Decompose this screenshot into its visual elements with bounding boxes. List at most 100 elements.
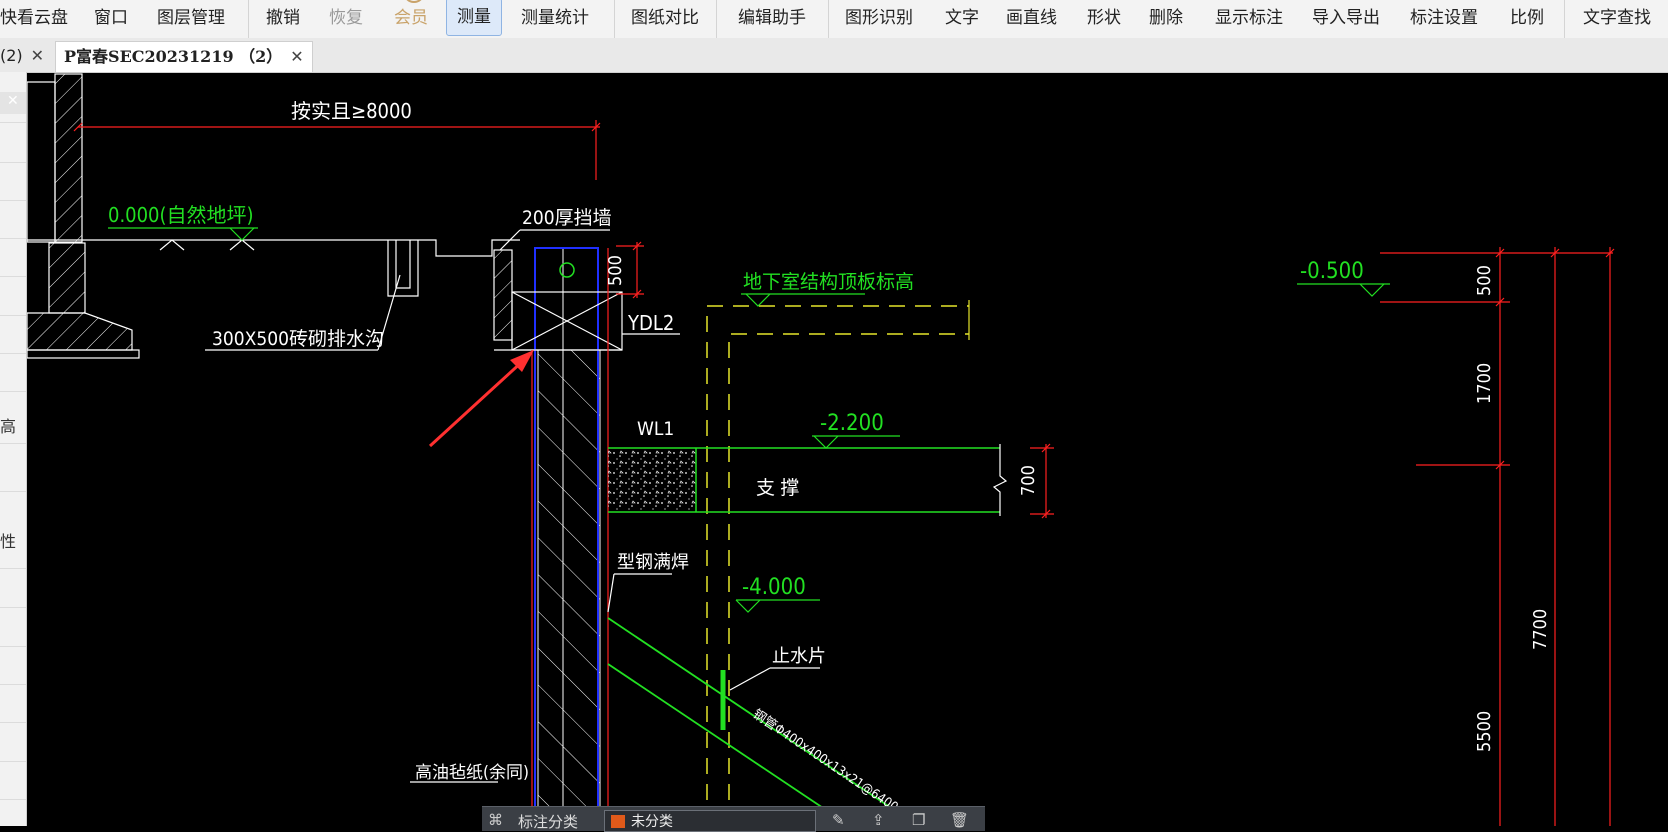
mark-category-label: 标注分类: [518, 813, 579, 831]
toolbar-separator: [716, 0, 717, 38]
panel-label-height[interactable]: 高: [0, 417, 17, 436]
toolbar-vip[interactable]: 会员: [394, 0, 428, 38]
drain-channel: [205, 239, 520, 351]
toolbar-shape-recognition-label: 图形识别: [845, 8, 913, 28]
tab-document-active[interactable]: P富春SEC20231219 （2） ✕: [55, 41, 313, 72]
level-4000-label: -4.000: [742, 575, 806, 600]
panel-divider: [0, 568, 26, 569]
label-icon[interactable]: ⌘: [488, 811, 503, 829]
trash-icon[interactable]: 🗑: [950, 811, 970, 829]
toolbar-measure[interactable]: 测量: [446, 0, 502, 36]
toolbar-vip-label: 会员: [394, 8, 428, 28]
beam-ydl2-label: YDL2: [627, 311, 674, 335]
toolbar-shape-recognition[interactable]: 图形识别: [845, 0, 913, 38]
dim-700: [1030, 443, 1054, 519]
panel-divider: [0, 607, 26, 608]
toolbar-import-export[interactable]: 导入导出: [1312, 8, 1380, 28]
toolbar-undo[interactable]: 撤销: [266, 8, 300, 28]
toolbar-measure-stats-label: 测量统计: [521, 8, 589, 28]
toolbar-window[interactable]: 窗口: [94, 8, 128, 28]
toolbar-compare[interactable]: 图纸对比: [631, 8, 699, 28]
panel-divider: [0, 276, 26, 277]
close-icon[interactable]: ✕: [7, 93, 19, 109]
dim-5500-label: 5500: [1474, 711, 1495, 752]
level-2200-marker: [812, 435, 900, 449]
close-icon[interactable]: ✕: [30, 46, 45, 65]
retaining-wall-label: 200厚挡墙: [522, 207, 612, 229]
water-stop-leader: [729, 667, 820, 691]
line-icon: [1024, 0, 1048, 4]
cad-drawing-canvas[interactable]: 0.000(自然地坪) 按实且≥8000 300X500砖砌排水沟 200厚挡墙: [27, 72, 1668, 826]
slab-top-label: 地下室结构顶板标高: [743, 271, 914, 293]
tab-label: P富春SEC20231219 （2）: [64, 47, 283, 66]
left-side-panel: ✕ 高 性: [0, 72, 27, 826]
toolbar-layer-manage[interactable]: 图层管理: [157, 8, 225, 28]
panel-divider: [0, 443, 26, 444]
support-break-line: [992, 444, 1008, 516]
edit-icon[interactable]: ✎: [832, 811, 845, 829]
panel-divider: [0, 162, 26, 163]
share-icon[interactable]: ⇪: [872, 811, 885, 829]
level-500-label: -0.500: [1300, 259, 1364, 284]
support-label: 支 撑: [756, 477, 799, 499]
toolbar-text[interactable]: 文字: [945, 8, 979, 28]
tab-document-prev[interactable]: (2) ✕: [0, 41, 44, 71]
mark-category-select[interactable]: 未分类: [604, 810, 816, 832]
panel-divider: [0, 761, 26, 762]
recognize-icon: [875, 0, 899, 4]
delete-icon: [1163, 0, 1187, 4]
stats-icon: [551, 0, 575, 4]
toolbar-cloud-drive[interactable]: 快看云盘: [0, 8, 68, 28]
basement-slab-outline: [706, 305, 969, 826]
retaining-wall-leader: [499, 229, 610, 251]
steel-weld-leader: [607, 573, 672, 613]
left-foundation: [27, 73, 410, 359]
mark-category-bar: ⌘ 标注分类 未分类 ✎ ⇪ ❐ 🗑: [482, 806, 985, 832]
toolbar-show-marks[interactable]: 显示标注: [1215, 8, 1283, 28]
toolbar-scale-label: 比例: [1510, 8, 1544, 28]
toolbar-line-label: 画直线: [1006, 8, 1057, 28]
beam-ydl2: [511, 291, 680, 351]
panel-label-property[interactable]: 性: [0, 532, 17, 551]
toolbar-separator: [828, 0, 829, 38]
toolbar-text-search[interactable]: 文字查找: [1583, 8, 1651, 28]
slab-top-marker: [741, 293, 865, 307]
panel-divider: [0, 353, 26, 354]
toolbar-redo[interactable]: 恢复: [329, 8, 363, 28]
ground-level-label: 0.000(自然地坪): [108, 203, 254, 227]
tab-label: (2): [0, 46, 23, 65]
felt-label: 高油毡纸(余同): [415, 763, 529, 783]
category-color-swatch: [611, 815, 625, 828]
annotation-arrow: [428, 350, 534, 448]
top-dimension: [73, 120, 601, 180]
dim-1700-label: 1700: [1474, 363, 1495, 404]
ground-symbol: [159, 239, 255, 251]
toolbar-delete[interactable]: 删除: [1149, 0, 1183, 38]
document-tabbar: (2) ✕ P富春SEC20231219 （2） ✕: [0, 38, 1668, 73]
toolbar-scale[interactable]: 比例: [1510, 0, 1544, 38]
dim-500-left: [616, 241, 644, 299]
toolbar-separator: [614, 0, 615, 38]
panel-close-button[interactable]: ✕: [0, 92, 26, 114]
edit-assistant-icon: [776, 0, 800, 4]
diagonal-brace: [607, 617, 919, 826]
copy-icon[interactable]: ❐: [912, 811, 926, 829]
toolbar-edit-assistant[interactable]: 编辑助手: [738, 0, 806, 38]
toolbar-separator: [248, 0, 249, 38]
close-icon[interactable]: ✕: [290, 47, 304, 66]
mark-category-value: 未分类: [631, 814, 673, 830]
toolbar-edit-assistant-label: 编辑助手: [738, 8, 806, 28]
toolbar-measure-stats[interactable]: 测量统计: [521, 0, 589, 38]
panel-divider: [0, 684, 26, 685]
dim-700-label: 700: [1018, 465, 1039, 496]
level-2200-label: -2.200: [820, 411, 884, 436]
wl1-label: WL1: [637, 418, 674, 440]
panel-divider: [0, 391, 26, 392]
water-stop-label: 止水片: [772, 646, 826, 667]
toolbar-mark-settings[interactable]: 标注设置: [1410, 8, 1478, 28]
dim-500-left-label: 500: [605, 255, 626, 286]
panel-divider: [0, 238, 26, 239]
toolbar-shape[interactable]: 形状: [1087, 8, 1121, 28]
panel-divider: [0, 722, 26, 723]
toolbar-line[interactable]: 画直线: [1006, 0, 1057, 38]
